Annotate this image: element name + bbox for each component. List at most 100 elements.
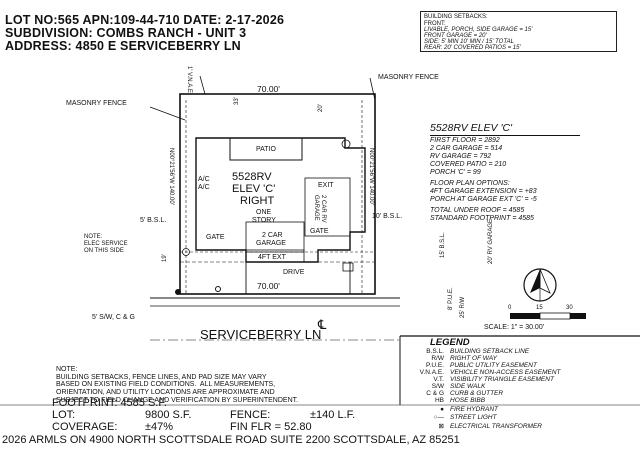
elev-line: RV GARAGE = 792: [430, 153, 492, 160]
pue-label: 8' P.U.E.: [448, 287, 454, 310]
hose-bibb-symbol: [341, 139, 351, 149]
patio: [229, 137, 303, 161]
fence-label: FENCE:: [230, 409, 271, 421]
setback-line: REAR: 20' COVERED PATIOS = 15': [424, 45, 521, 51]
left-bearing: N00°21'56"W 140.00': [168, 148, 174, 205]
disclaimer-note: NOTE: BUILDING SETBACKS, FENCE LINES, AN…: [56, 366, 299, 404]
masonry-fence-right-label: MASONRY FENCE: [378, 74, 439, 81]
subdivision-line: SUBDIVISION: COMBS RANCH - UNIT 3: [5, 26, 247, 40]
fence-value: ±140 L.F.: [310, 409, 356, 421]
bsl-left-label: 5' B.S.L.: [140, 217, 167, 224]
right-bearing: N00°21'56"W 140.00': [368, 148, 374, 205]
lot-area-label: LOT:: [52, 409, 76, 421]
elev-line: 4FT GARAGE EXTENSION = +83: [430, 188, 537, 195]
garage-extension-label: 4FT EXT: [258, 254, 286, 261]
address-line: ADDRESS: 4850 E SERVICEBERRY LN: [5, 39, 241, 53]
setbacks-title: BUILDING SETBACKS:: [424, 14, 488, 20]
legend-item: ⊠ELECTRICAL TRANSFORMER: [410, 422, 542, 430]
legend-item: V.T.VISIBILITY TRIANGLE EASEMENT: [433, 376, 554, 383]
legend-item: B.S.L.BUILDING SETBACK LINE: [426, 348, 530, 355]
scale-label: SCALE: 1" = 30.00': [484, 324, 545, 331]
lot-area-value: 9800 S.F.: [145, 409, 192, 421]
coverage-label: COVERAGE:: [52, 421, 118, 433]
row-label: 25' R/W: [460, 296, 466, 318]
dim-20-top: 20': [318, 104, 324, 112]
scale-tick: 0: [508, 305, 512, 311]
rv-garage: [304, 177, 351, 237]
elev-line: PORCH AT GARAGE EXT 'C' = -5: [430, 196, 537, 203]
elev-line: FIRST FLOOR = 2892: [430, 137, 500, 144]
elev-line: STANDARD FOOTPRINT = 4585: [430, 215, 534, 222]
exit-label: EXIT: [318, 182, 334, 189]
elec-service-note: NOTE: ELEC SERVICE ON THIS SIDE: [84, 234, 128, 254]
setback-line: FRONT GARAGE = 20': [424, 33, 487, 39]
street-light-icon: ○—: [433, 414, 444, 421]
transformer-icon: ⊠: [438, 423, 444, 430]
elev-line: COVERED PATIO = 210: [430, 161, 507, 168]
two-car-garage-label: GARAGE: [256, 240, 286, 247]
footprint-value: FOOTPRINT: 4585 S.F.: [52, 397, 167, 409]
legend-item: ○—STREET LIGHT: [410, 414, 497, 421]
vnae-label: 1' V.N.A.E.: [186, 66, 192, 95]
elev-line: 2 CAR GARAGE = 514: [430, 145, 503, 152]
bottom-dimension: 70.00': [257, 281, 280, 291]
bsl-right-label: 10' B.S.L.: [372, 213, 403, 220]
scale-tick: 30: [566, 305, 573, 311]
masonry-fence-left-label: MASONRY FENCE: [66, 100, 127, 107]
setback-line: LIVABLE, PORCH, SIDE GARAGE = 15': [424, 27, 533, 33]
house-orientation-label: RIGHT: [240, 195, 275, 207]
house-elev-label: ELEV 'C': [232, 183, 276, 195]
elev-line: FLOOR PLAN OPTIONS:: [430, 180, 510, 187]
fire-hydrant-symbol: [175, 289, 181, 295]
dim-15-bsl: 15' B.S.L.: [440, 232, 446, 258]
house-story-label: STORY: [252, 217, 276, 224]
house-story-label: ONE: [256, 209, 272, 216]
ac-unit-label: A/C: [198, 184, 210, 191]
lot-boundary: [179, 93, 376, 295]
centerline-symbol: ℄: [318, 317, 327, 332]
fire-hydrant-icon: ●: [440, 406, 444, 413]
scale-bar: [510, 313, 540, 319]
finished-floor: FIN FLR = 52.80: [230, 421, 312, 433]
hose-bibb-symbol: [182, 248, 190, 256]
coverage-value: ±47%: [145, 421, 174, 433]
house-plan-label: 5528RV: [232, 171, 272, 183]
garage-extension: [245, 249, 305, 263]
ac-unit-label: A/C: [198, 176, 210, 183]
dim-19: 19': [162, 254, 168, 262]
elev-title: 5528RV ELEV 'C': [430, 122, 513, 134]
legend-title: LEGEND: [430, 337, 470, 348]
street-name: SERVICEBERRY LN: [200, 327, 322, 342]
dim-20-rv-garage: 20' RV GARAGE: [488, 218, 494, 264]
legend-item: P.U.E.PUBLIC UTILITY EASEMENT: [426, 362, 537, 369]
drive-label: DRIVE: [283, 269, 305, 276]
transformer-symbol: [342, 262, 354, 272]
elev-title-underline: [430, 135, 580, 136]
lot-line: LOT NO:565 APN:109-44-710 DATE: 2-17-202…: [5, 13, 285, 27]
gate-label-left: GATE: [206, 234, 225, 241]
legend-item: ●FIRE HYDRANT: [410, 406, 498, 413]
legend-item: V.N.A.E.VEHICLE NON-ACCESS EASEMENT: [419, 369, 561, 376]
two-car-garage-label: 2 CAR: [262, 232, 283, 239]
copyright-address-line: 2026 ARMLS ON 4900 NORTH SCOTTSDALE ROAD…: [2, 434, 460, 446]
north-arrow-icon: [523, 268, 557, 302]
top-dimension: 70.00': [257, 84, 280, 94]
dim-33: 33': [234, 97, 240, 105]
setback-line: SIDE: 5' MIN 10' MIN / 15' TOTAL: [424, 39, 514, 45]
elev-line: TOTAL UNDER ROOF = 4585: [430, 207, 525, 214]
gate-label-right: GATE: [310, 228, 329, 235]
elev-line: PORCH 'C' = 99: [430, 169, 481, 176]
street-light-symbol: [215, 286, 221, 292]
setbacks-box: BUILDING SETBACKS: FRONT: LIVABLE, PORCH…: [420, 11, 617, 52]
setback-line: FRONT:: [424, 21, 446, 27]
scale-tick: 15: [536, 305, 543, 311]
patio-label: PATIO: [256, 146, 276, 153]
hose-bibb-icon: HB: [434, 397, 444, 404]
sidewalk-label: 5' S/W, C & G: [92, 314, 135, 321]
